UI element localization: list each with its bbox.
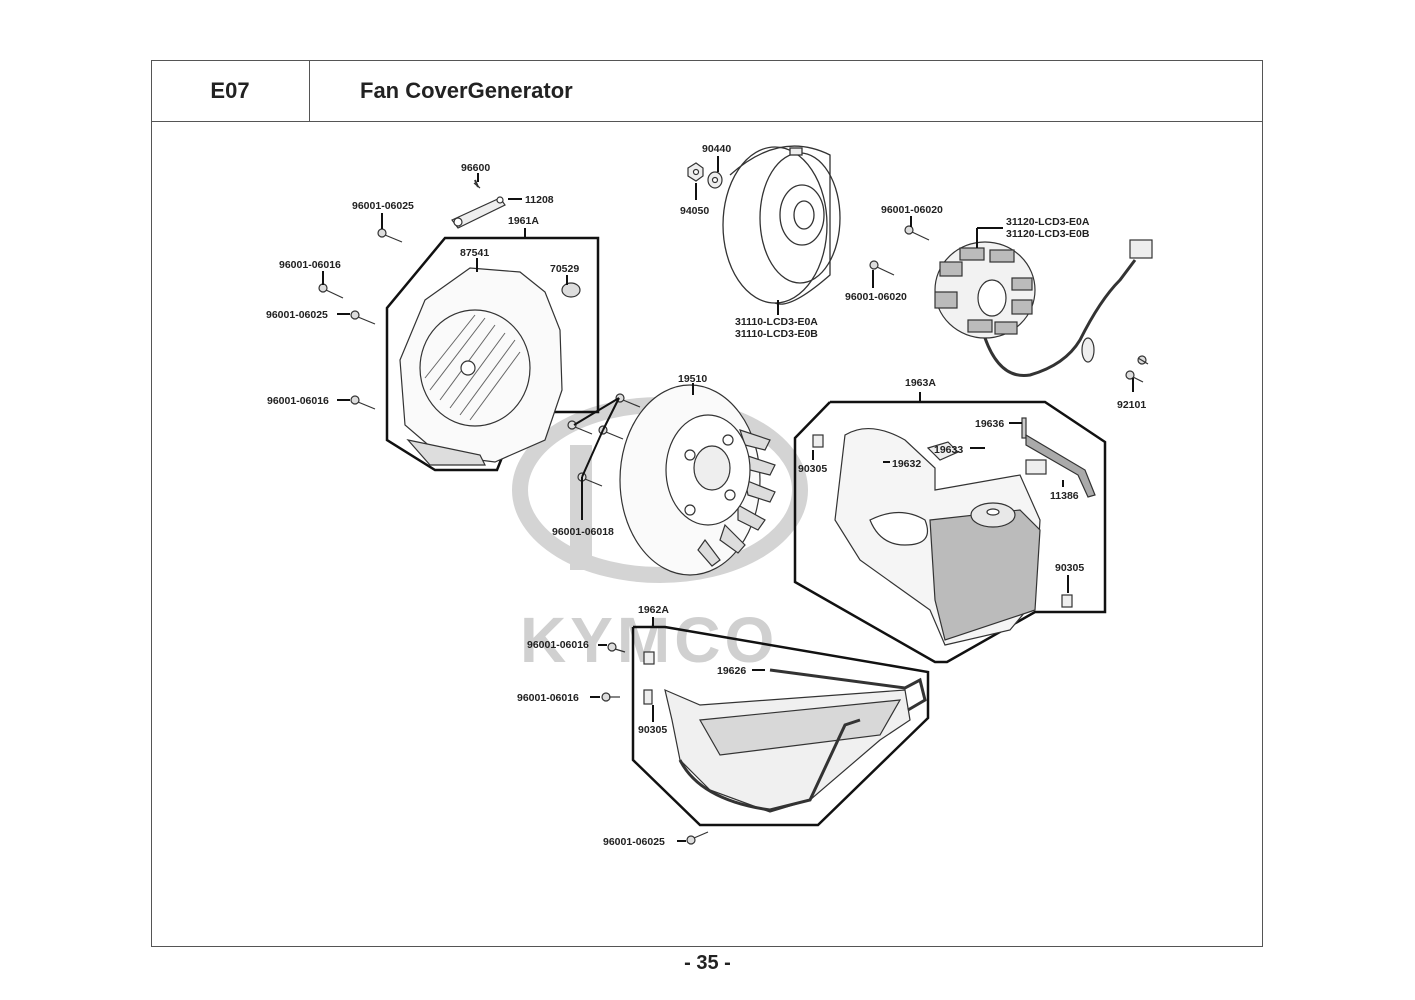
part-label-96001-06025: 96001-06025 [266,309,328,321]
part-label-96001-06020: 96001-06020 [881,204,943,216]
part-label-90305: 90305 [1055,562,1084,574]
part-label-19510: 19510 [678,373,707,385]
group-label-1963A: 1963A [905,377,936,389]
part-label-31110-LCD3-E0B: 31110-LCD3-E0B [735,328,818,340]
part-label-19633: 19633 [934,444,963,456]
part-label-31120-LCD3-E0B: 31120-LCD3-E0B [1006,228,1090,240]
part-label-96001-06025: 96001-06025 [603,836,665,848]
flywheel-drawing [722,145,841,305]
leader-lines [322,156,1134,842]
part-label-96600: 96600 [461,162,490,174]
bolt [318,283,344,299]
bolt [350,310,376,325]
group-1963A-outline [793,400,1107,664]
part-label-31120-LCD3-E0A: 31120-LCD3-E0A [1006,216,1090,228]
bolt [686,831,709,845]
part-label-19636: 19636 [975,418,1004,430]
part-label-90440: 90440 [702,143,731,155]
stator-drawing [934,239,1153,378]
bracket-drawing [451,196,506,229]
page-number: - 35 - [684,952,731,974]
clips-drawing [643,434,1073,705]
shroud-drawing [834,417,1096,646]
bolt [869,260,895,276]
group-1962A-outline [631,625,930,827]
part-label-96001-06025: 96001-06025 [352,200,414,212]
part-label-96001-06016: 96001-06016 [527,639,589,651]
lower-shroud-drawing [664,668,927,813]
part-label-11386: 11386 [1050,490,1079,502]
header-divider [310,121,1263,122]
part-label-96001-06020: 96001-06020 [845,291,907,303]
part-label-31110-LCD3-E0A: 31110-LCD3-E0A [735,316,818,328]
nut-washer-drawing [687,162,723,189]
part-label-96001-06016: 96001-06016 [279,259,341,271]
part-label-70529: 70529 [550,263,579,275]
bolt [607,642,626,653]
part-label-96001-06016: 96001-06016 [517,692,579,704]
cooling-fan-drawing [619,384,776,576]
group-label-1962A: 1962A [638,604,669,616]
part-label-87541: 87541 [460,247,489,259]
part-label-19626: 19626 [717,665,746,677]
section-code: E07 [151,60,310,122]
diagram-frame [151,60,1263,947]
page-title: Fan CoverGenerator [360,78,573,103]
bolt [377,228,403,243]
part-label-92101: 92101 [1117,399,1146,411]
bolt [904,225,930,241]
bolt [567,420,593,435]
bolt [601,692,620,702]
part-label-90305: 90305 [798,463,827,475]
part-labels: 96600 11208 96001-06025 1961A 87541 7052… [266,143,1146,848]
group-label-1961A: 1961A [508,215,539,227]
fan-cover-drawing [399,267,563,466]
bolts-drawing [318,179,1149,845]
cap-drawing [561,282,581,298]
bolt [1125,370,1144,383]
part-label-90305: 90305 [638,724,667,736]
part-label-96001-06018: 96001-06018 [552,526,614,538]
part-label-96001-06016: 96001-06016 [267,395,329,407]
part-label-19632: 19632 [892,458,921,470]
group-1961A-outline [385,236,600,472]
bolt [350,395,376,410]
bolt [1137,355,1149,365]
part-label-94050: 94050 [680,205,709,217]
part-label-11208: 11208 [525,194,554,206]
